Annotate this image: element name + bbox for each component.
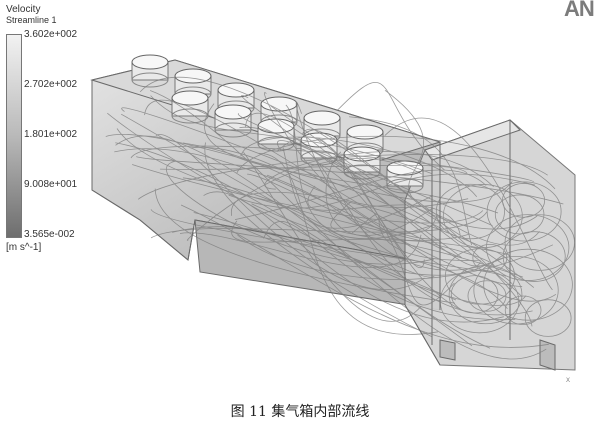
streamline	[237, 234, 554, 280]
streamline	[107, 112, 527, 306]
streamline	[277, 140, 535, 288]
color-bar	[6, 34, 22, 238]
vortex-streamline	[444, 248, 516, 305]
streamline	[317, 137, 425, 269]
inlet-tube-opening	[214, 104, 252, 120]
vortex-streamline	[483, 248, 573, 321]
streamline	[121, 107, 443, 230]
vortex-streamline	[467, 280, 507, 312]
streamline	[180, 204, 549, 348]
streamline	[204, 103, 499, 214]
streamline	[231, 191, 488, 250]
vortex-streamline	[502, 231, 566, 282]
streamline	[270, 105, 523, 298]
streamlines	[105, 76, 575, 360]
streamline	[245, 112, 481, 267]
vortex-streamline	[504, 295, 542, 326]
streamline	[137, 154, 548, 200]
axis-triad-label: X	[566, 378, 571, 384]
streamline	[190, 146, 557, 302]
vortex-streamline	[450, 275, 499, 314]
legend-subtitle: Streamline 1	[6, 15, 57, 25]
inlet-tubes	[131, 54, 424, 194]
streamline	[241, 95, 463, 259]
streamline	[120, 113, 435, 278]
streamline	[132, 164, 484, 224]
streamline	[139, 76, 533, 327]
inlet-tube-opening	[171, 90, 209, 106]
streamline	[349, 116, 473, 246]
streamline	[263, 221, 516, 320]
streamline	[228, 173, 535, 209]
streamline	[351, 213, 481, 261]
streamline	[264, 92, 469, 240]
vortex-streamline	[435, 183, 505, 240]
outlet-chamber	[404, 119, 576, 371]
streamline	[144, 99, 462, 259]
legend-tick-2: 2.702e+002	[24, 79, 78, 90]
streamline	[238, 113, 493, 226]
inlet-tube-opening	[386, 160, 424, 176]
streamline	[325, 151, 434, 236]
inlet-tube-opening	[346, 124, 384, 140]
streamline	[203, 191, 504, 323]
streamline	[150, 209, 507, 277]
inlet-tube-base	[171, 108, 209, 124]
vortex-streamline	[473, 256, 559, 325]
streamline	[172, 226, 457, 301]
legend-tick-4: 9.008e+001	[24, 179, 78, 190]
legend-tick-min: 3.565e-002	[24, 229, 75, 240]
streamline	[231, 220, 509, 255]
vortex-streamline	[472, 243, 508, 272]
streamline	[239, 126, 538, 230]
inlet-tube-opening	[131, 54, 169, 70]
legend-title: Velocity	[6, 4, 41, 15]
ansys-logo: AN	[564, 0, 595, 21]
vortex-streamline	[486, 181, 562, 242]
streamline	[160, 164, 468, 175]
legend-tick-3: 1.801e+002	[24, 129, 78, 140]
vortex-streamline	[494, 194, 545, 235]
streamline	[301, 128, 540, 246]
streamline	[115, 142, 473, 347]
vortex-streamline	[448, 265, 523, 325]
streamline	[150, 95, 433, 175]
inlet-tube-opening	[257, 118, 295, 134]
legend-unit: [m s^-1]	[6, 242, 42, 253]
streamline	[251, 203, 508, 310]
streamline	[130, 145, 534, 183]
streamline	[204, 142, 433, 338]
streamline	[154, 188, 455, 304]
inlet-tube-base	[131, 72, 169, 88]
inlet-tube-base	[214, 122, 252, 138]
streamline	[384, 89, 468, 228]
vortex-streamline	[442, 184, 523, 249]
streamline	[105, 134, 513, 203]
legend-tick-max: 3.602e+002	[24, 29, 78, 40]
inlet-tube-opening	[303, 110, 341, 126]
outline-edges	[91, 80, 441, 366]
streamline	[282, 147, 434, 229]
streamline	[240, 136, 478, 198]
streamline	[114, 148, 523, 287]
streamline	[247, 173, 438, 234]
streamline	[186, 158, 423, 241]
figure-caption: 图 11 集气箱内部流线	[230, 404, 370, 420]
streamline	[266, 174, 439, 242]
streamline	[166, 160, 434, 265]
vortex-streamline	[524, 299, 572, 337]
